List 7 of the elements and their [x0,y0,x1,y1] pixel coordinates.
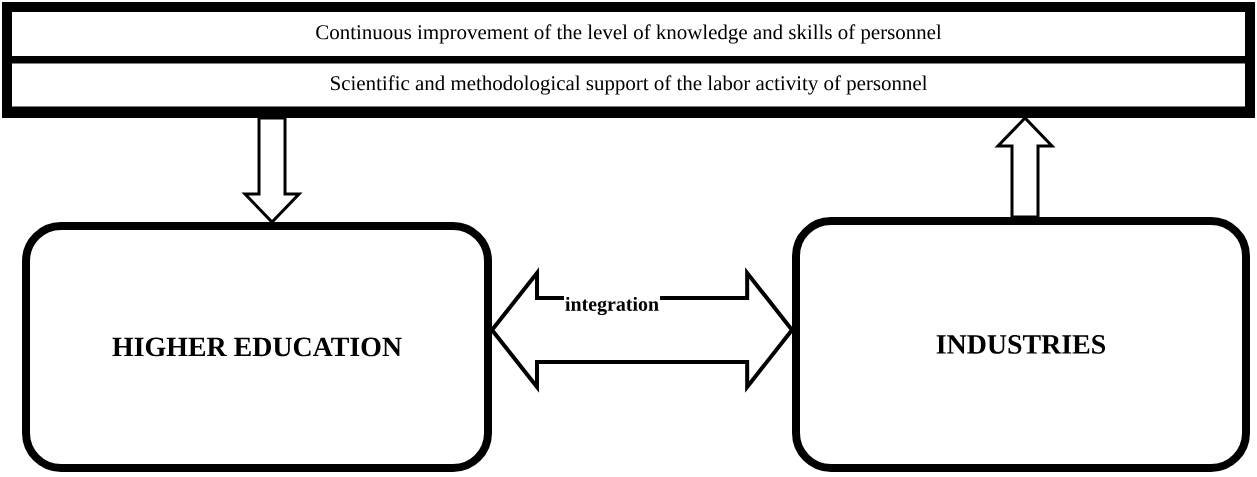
text-row: Continuous improvement of the level of knowledge and skills of personnel [12,12,1245,56]
block-arrow [241,116,303,225]
edge-label: integration [563,295,661,317]
rounded-box: INDUSTRIES [792,217,1250,472]
text-row: Scientific and methodological support of the labor activity of personnel [12,63,1245,107]
block-arrow [994,115,1056,219]
rounded-box: HIGHER EDUCATION [22,222,492,472]
